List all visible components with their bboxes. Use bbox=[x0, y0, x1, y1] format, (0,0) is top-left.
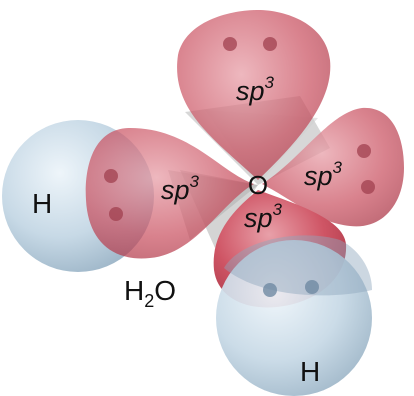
electron-dot bbox=[223, 37, 237, 51]
electron-dot bbox=[104, 169, 118, 183]
electron-dot bbox=[109, 207, 123, 221]
electron-pairs bbox=[104, 37, 375, 297]
orbital-label-right: sp3 bbox=[304, 158, 343, 191]
electron-dot bbox=[263, 283, 277, 297]
oxygen-label: O bbox=[248, 170, 268, 200]
sp3-lobe-left bbox=[85, 128, 254, 259]
molecule-label: H2O bbox=[124, 275, 176, 311]
electron-dot bbox=[305, 280, 319, 294]
sp3-lobe-right bbox=[262, 107, 404, 227]
sp3-lobe-top bbox=[177, 10, 331, 180]
electron-dot bbox=[263, 37, 277, 51]
hydrogen-overlap-shade bbox=[224, 235, 372, 296]
electron-dot bbox=[357, 144, 371, 158]
electron-dot bbox=[361, 180, 375, 194]
hydrogen-sphere-bottom bbox=[216, 240, 372, 396]
orbital-label-top: sp3 bbox=[236, 73, 275, 106]
hydrogen-label-left: H bbox=[32, 188, 52, 219]
hydrogen-label-bottom: H bbox=[300, 356, 320, 387]
orbital-label-left: sp3 bbox=[161, 172, 200, 205]
orbital-label-bottom: sp3 bbox=[244, 200, 283, 233]
